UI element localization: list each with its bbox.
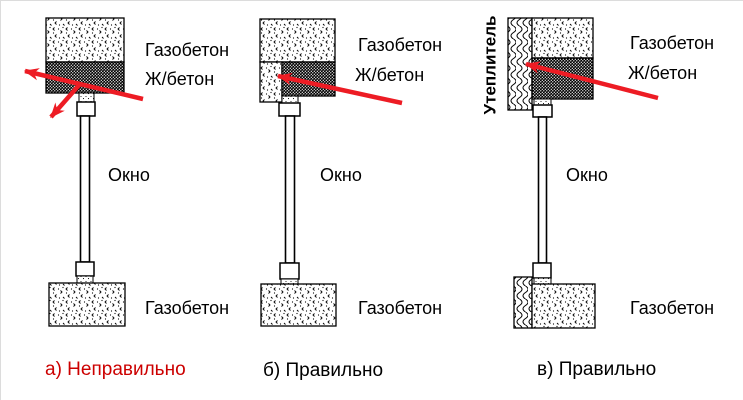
mortar-joint-top-a — [78, 92, 95, 103]
window-sill-profile-c — [532, 262, 552, 279]
window-frame-c — [537, 116, 548, 264]
window-sill-profile-b — [279, 262, 300, 280]
gazobeton-facing-b — [259, 61, 283, 103]
mortar-joint-bottom-a — [76, 275, 94, 284]
label-gazobeton-b-top: Газобетон — [358, 35, 443, 55]
heat-loss-arrow-a — [23, 68, 144, 102]
mortar-joint-top-b — [281, 95, 299, 104]
mortar-joint-top-c — [533, 98, 552, 106]
insulation-strip-bottom-c — [513, 276, 533, 329]
caption-variant-a: а) Неправильно — [45, 359, 186, 380]
assembly-c — [507, 17, 659, 329]
label-gazobeton-c-bottom: Газобетон — [630, 298, 715, 318]
caption-variant-c: в) Правильно — [537, 359, 657, 380]
mortar-joint-bottom-c — [533, 277, 552, 285]
mortar-joint-bottom-b — [280, 278, 299, 285]
heat-flow-arrow-b — [276, 72, 403, 106]
label-gazobeton-c-top: Газобетон — [630, 33, 715, 53]
assembly-a — [23, 17, 144, 327]
gazobeton-top-block-b — [259, 18, 336, 63]
label-okno-c: Окно — [566, 165, 608, 185]
label-gazobeton-a-bottom: Газобетон — [145, 298, 230, 318]
window-sill-profile-a — [75, 261, 95, 277]
gazobeton-top-block-c — [531, 17, 594, 59]
label-gazobeton-a-top: Газобетон — [145, 40, 230, 60]
gazobeton-bottom-block-a — [48, 282, 126, 327]
window-head-profile-b — [278, 102, 301, 117]
label-zhbeton-a: Ж/бетон — [145, 69, 215, 89]
label-gazobeton-b-bottom: Газобетон — [358, 298, 443, 318]
gazobeton-bottom-block-b — [260, 283, 337, 327]
window-head-profile-c — [532, 104, 553, 118]
label-okno-b: Окно — [320, 165, 362, 185]
heat-loss-arrow-a-branch — [49, 82, 82, 119]
label-okno-a: Окно — [108, 165, 150, 185]
label-zhbeton-c: Ж/бетон — [628, 63, 698, 83]
caption-variant-b: б) Правильно — [263, 360, 384, 381]
assembly-b — [259, 18, 403, 327]
window-frame-b — [284, 115, 296, 264]
gazobeton-top-block-a — [45, 17, 125, 63]
window-frame-a — [79, 115, 91, 263]
label-uteplitel-c: Утеплитель — [480, 15, 500, 115]
window-head-profile-a — [76, 101, 96, 117]
heat-flow-arrow-c — [524, 61, 659, 101]
gazobeton-bottom-block-c — [531, 283, 596, 329]
label-zhbeton-b: Ж/бетон — [355, 65, 425, 85]
